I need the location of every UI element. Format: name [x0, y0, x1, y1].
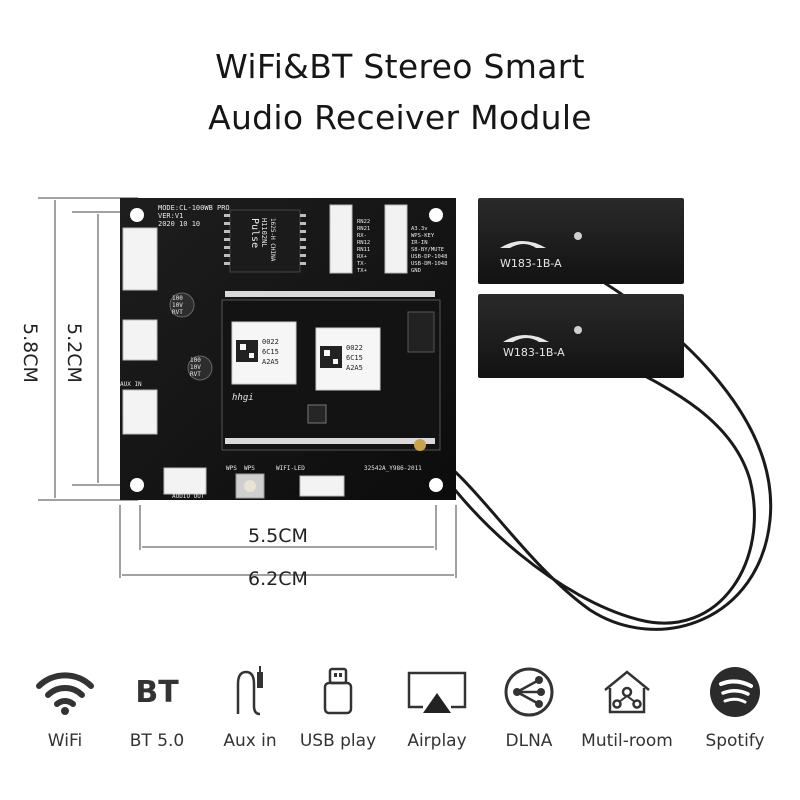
chip1-line: A2A5	[262, 358, 279, 366]
module-logo: hhgi	[232, 393, 254, 403]
feature-label: WiFi	[47, 731, 83, 751]
wps-label-1: WPS	[226, 465, 237, 472]
feature-label: Spotify	[705, 731, 765, 751]
multi-room-icon	[572, 664, 682, 720]
feature-spotify: Spotify	[680, 656, 790, 766]
qr-code-2	[320, 346, 342, 368]
antenna-2: W183-1B-A	[478, 294, 684, 378]
antenna-1-part: W183-1B-A	[500, 257, 562, 270]
pin-label: WPS-KEY	[411, 233, 435, 239]
pin-label: RN22	[357, 219, 370, 225]
transformer-origin: 1625-H CHINA	[269, 218, 276, 262]
feature-multiroom: Mutil-room	[572, 656, 682, 766]
transformer-part: H1102NL	[260, 218, 268, 248]
svg-text:RVT: RVT	[190, 371, 201, 378]
pin-label: IR-IN	[411, 240, 428, 246]
antenna-1: W183-1B-A	[478, 198, 684, 284]
feature-dlna: DLNA	[474, 656, 584, 766]
title-line-1: WiFi&BT Stereo Smart	[215, 47, 585, 86]
dim-inner-height: 5.2CM	[63, 323, 85, 383]
pin-label: A3.3v	[411, 226, 428, 232]
pin-label: USB-DM-1048	[411, 261, 447, 267]
feature-label: DLNA	[505, 731, 553, 751]
feature-aux: Aux in	[195, 656, 305, 766]
serial-label: 32542A_Y986-2011	[364, 465, 422, 472]
title-line-2: Audio Receiver Module	[208, 98, 592, 137]
board-date: 2020 10 10	[158, 220, 200, 228]
capacitor-bottom-label: 100	[190, 357, 201, 364]
pin-label: RX-	[357, 233, 367, 239]
pin-label: RX+	[357, 254, 368, 260]
feature-label: Airplay	[407, 731, 467, 751]
wifi-led-label: WIFI-LED	[276, 465, 305, 472]
pin-label: RN11	[357, 247, 370, 253]
board-model: MODE:CL-100WB PRO	[158, 204, 230, 212]
chip2-line: A2A5	[346, 364, 363, 372]
capacitor-top-label: 100	[172, 295, 183, 302]
feature-row: WiFi BT BT 5.0 Aux in USB play	[0, 656, 800, 766]
svg-text:10V: 10V	[172, 302, 183, 309]
svg-text:RVT: RVT	[172, 309, 183, 316]
feature-airplay: Airplay	[382, 656, 492, 766]
antenna-2-part: W183-1B-A	[503, 346, 565, 359]
feature-label: BT 5.0	[129, 731, 185, 751]
dimension-lines	[38, 197, 457, 578]
chip2-line: 0022	[346, 344, 363, 352]
pin-label: S8-BY/MUTE	[411, 247, 444, 253]
wifi-icon	[10, 664, 120, 720]
pin-label: TX-	[357, 261, 367, 267]
dim-outer-width: 6.2CM	[248, 568, 308, 590]
feature-label: Aux in	[223, 731, 277, 751]
dlna-icon	[474, 664, 584, 720]
feature-label: USB play	[299, 731, 377, 751]
feature-bt: BT BT 5.0	[102, 656, 212, 766]
dim-outer-height: 5.8CM	[19, 323, 41, 383]
usb-drive-icon	[283, 664, 393, 720]
chip2-line: 6C15	[346, 354, 363, 362]
audio-out-label: AUDIO OUT	[172, 493, 205, 500]
feature-wifi: WiFi	[10, 656, 120, 766]
feature-label: Mutil-room	[581, 731, 673, 751]
spotify-icon	[680, 664, 790, 720]
aux-in-label: AUX IN	[120, 381, 142, 388]
pin-label: GND	[411, 268, 421, 274]
chip1-line: 6C15	[262, 348, 279, 356]
pin-label: USB-DP-1048	[411, 254, 447, 260]
dim-inner-width: 5.5CM	[248, 525, 308, 547]
aux-cable-icon	[195, 664, 305, 720]
qr-code-1	[236, 340, 258, 362]
bt-text-icon: BT	[102, 664, 212, 720]
feature-usb: USB play	[283, 656, 393, 766]
pcb-board: MODE:CL-100WB PRO VER:V1 2020 10 10 Puls…	[120, 198, 456, 500]
svg-text:10V: 10V	[190, 364, 201, 371]
pin-label: RN12	[357, 240, 370, 246]
pin-label: TX+	[357, 268, 368, 274]
bt-glyph: BT	[135, 674, 179, 710]
transformer-brand: Pulse	[249, 218, 260, 248]
wps-label-2: WPS	[244, 465, 255, 472]
airplay-icon	[382, 664, 492, 720]
pin-label: RN21	[357, 226, 370, 232]
chip1-line: 0022	[262, 338, 279, 346]
board-version: VER:V1	[158, 212, 183, 220]
